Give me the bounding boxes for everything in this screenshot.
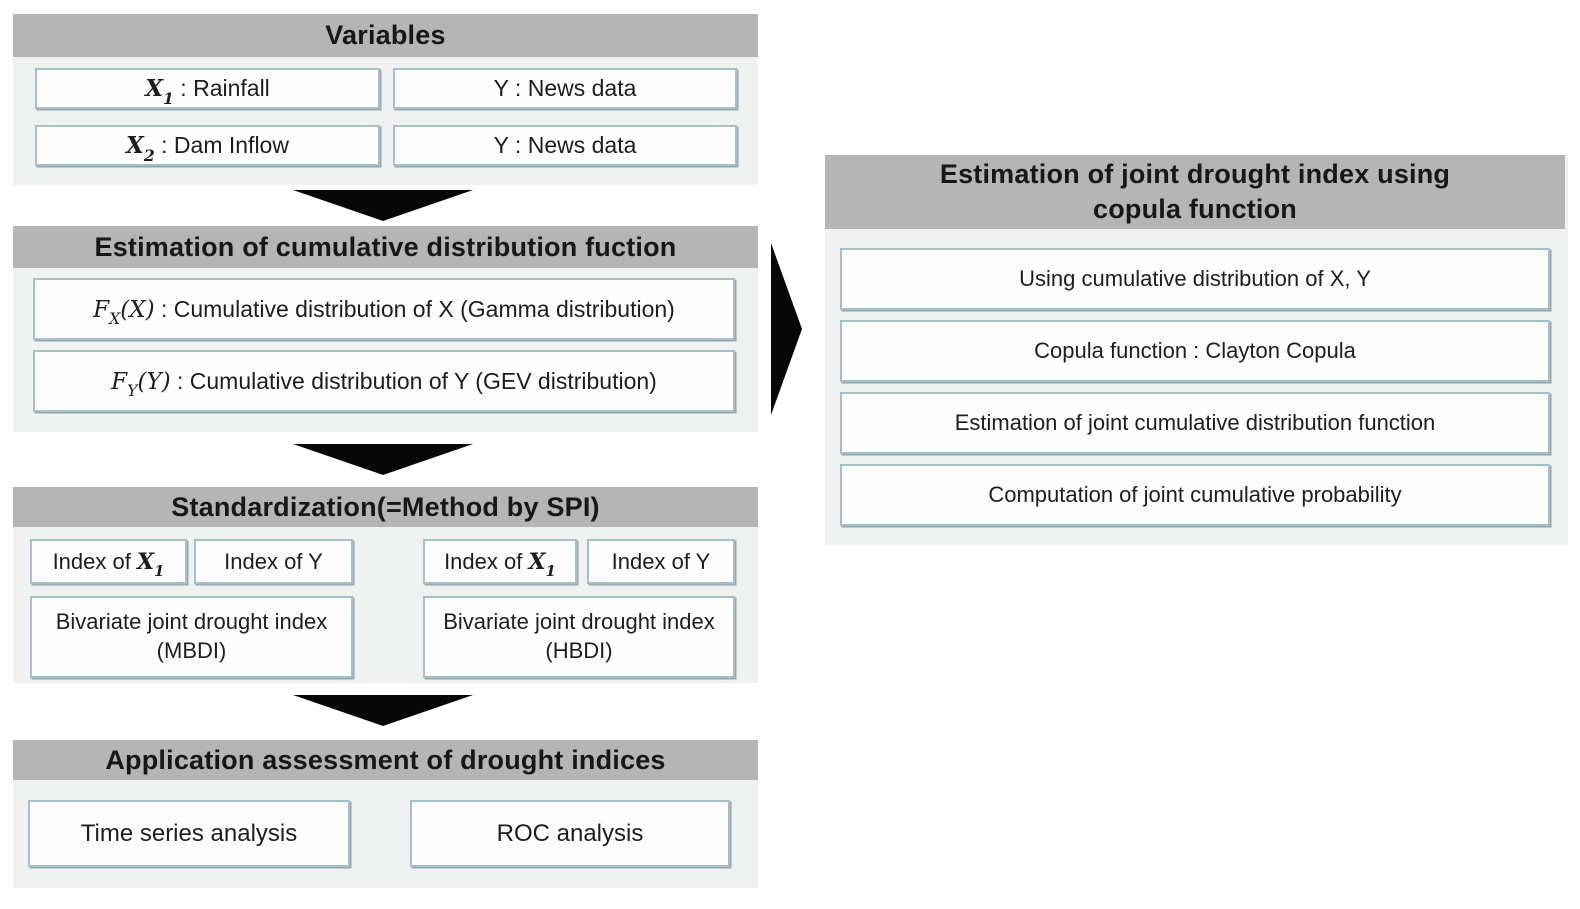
variable-label: X1 : Rainfall: [145, 75, 270, 108]
copula-step-1-box: Using cumulative distribution of X, Y: [840, 248, 1550, 310]
section-title-line2: copula function: [1093, 194, 1297, 224]
section-cdf: Estimation of cumulative distribution fu…: [13, 226, 758, 432]
section-title: Estimation of cumulative distribution fu…: [94, 231, 677, 262]
copula-step-3-box: Estimation of joint cumulative distribut…: [840, 392, 1550, 454]
joint-index-box-hbdi: Bivariate joint drought index (HBDI): [423, 596, 735, 678]
analysis-label: Time series analysis: [80, 819, 298, 847]
copula-step-2-box: Copula function : Clayton Copula: [840, 320, 1550, 382]
variable-box-x2: X2 : Dam Inflow: [35, 125, 380, 166]
down-arrow-icon: [293, 695, 473, 726]
cdf-label: FX(X) : Cumulative distribution of X (Ga…: [93, 295, 675, 329]
down-arrow-icon: [293, 444, 473, 475]
index-x-box-hbdi: Index of X1: [423, 539, 577, 584]
right-arrow-icon: [771, 243, 802, 415]
section-copula: Estimation of joint drought index using …: [825, 155, 1568, 545]
section-variables-header: Variables: [13, 14, 758, 57]
joint-index-line1: Bivariate joint drought index: [443, 609, 715, 635]
variable-box-y-row1: Y : News data: [393, 68, 737, 109]
index-label: Index of X1: [444, 548, 556, 581]
section-variables: Variables X1 : Rainfall Y : News data X2…: [13, 14, 758, 185]
analysis-label: ROC analysis: [496, 819, 644, 847]
variable-label: X2 : Dam Inflow: [126, 132, 289, 165]
time-series-analysis-box: Time series analysis: [28, 800, 350, 867]
section-standardization: Standardization(=Method by SPI) Index of…: [13, 487, 758, 683]
index-y-box-mbdi: Index of Y: [194, 539, 353, 584]
variable-box-x1: X1 : Rainfall: [35, 68, 380, 109]
index-label: Index of X1: [52, 548, 165, 581]
joint-index-line2: (MBDI): [156, 638, 227, 663]
section-title: Application assessment of drought indice…: [105, 744, 666, 775]
copula-step-label: Computation of joint cumulative probabil…: [988, 482, 1402, 507]
variable-label: Y : News data: [493, 132, 637, 158]
cdf-box-x: FX(X) : Cumulative distribution of X (Ga…: [33, 278, 735, 340]
copula-step-label: Copula function : Clayton Copula: [1034, 338, 1356, 363]
section-copula-header: Estimation of joint drought index using …: [825, 155, 1565, 229]
variable-label: Y : News data: [493, 75, 637, 101]
cdf-box-y: FY(Y) : Cumulative distribution of Y (GE…: [33, 350, 735, 412]
copula-step-label: Using cumulative distribution of X, Y: [1019, 266, 1371, 291]
joint-index-box-mbdi: Bivariate joint drought index (MBDI): [30, 596, 353, 678]
variable-box-y-row2: Y : News data: [393, 125, 737, 166]
joint-index-line1: Bivariate joint drought index: [55, 609, 328, 635]
joint-index-line2: (HBDI): [545, 638, 613, 663]
index-y-box-hbdi: Index of Y: [587, 539, 735, 584]
copula-step-label: Estimation of joint cumulative distribut…: [954, 410, 1436, 435]
index-label: Index of Y: [224, 548, 323, 574]
copula-step-4-box: Computation of joint cumulative probabil…: [840, 464, 1550, 526]
index-label: Index of Y: [611, 548, 711, 574]
section-title-line1: Estimation of joint drought index using: [939, 159, 1451, 189]
section-standardization-header: Standardization(=Method by SPI): [13, 487, 758, 527]
section-application-header: Application assessment of drought indice…: [13, 740, 758, 780]
section-cdf-header: Estimation of cumulative distribution fu…: [13, 226, 758, 268]
roc-analysis-box: ROC analysis: [410, 800, 730, 867]
section-title: Standardization(=Method by SPI): [171, 491, 600, 522]
cdf-label: FY(Y) : Cumulative distribution of Y (GE…: [111, 367, 657, 401]
section-application: Application assessment of drought indice…: [13, 740, 758, 888]
section-title: Variables: [325, 20, 446, 50]
down-arrow-icon: [293, 190, 473, 221]
index-x-box-mbdi: Index of X1: [30, 539, 187, 584]
